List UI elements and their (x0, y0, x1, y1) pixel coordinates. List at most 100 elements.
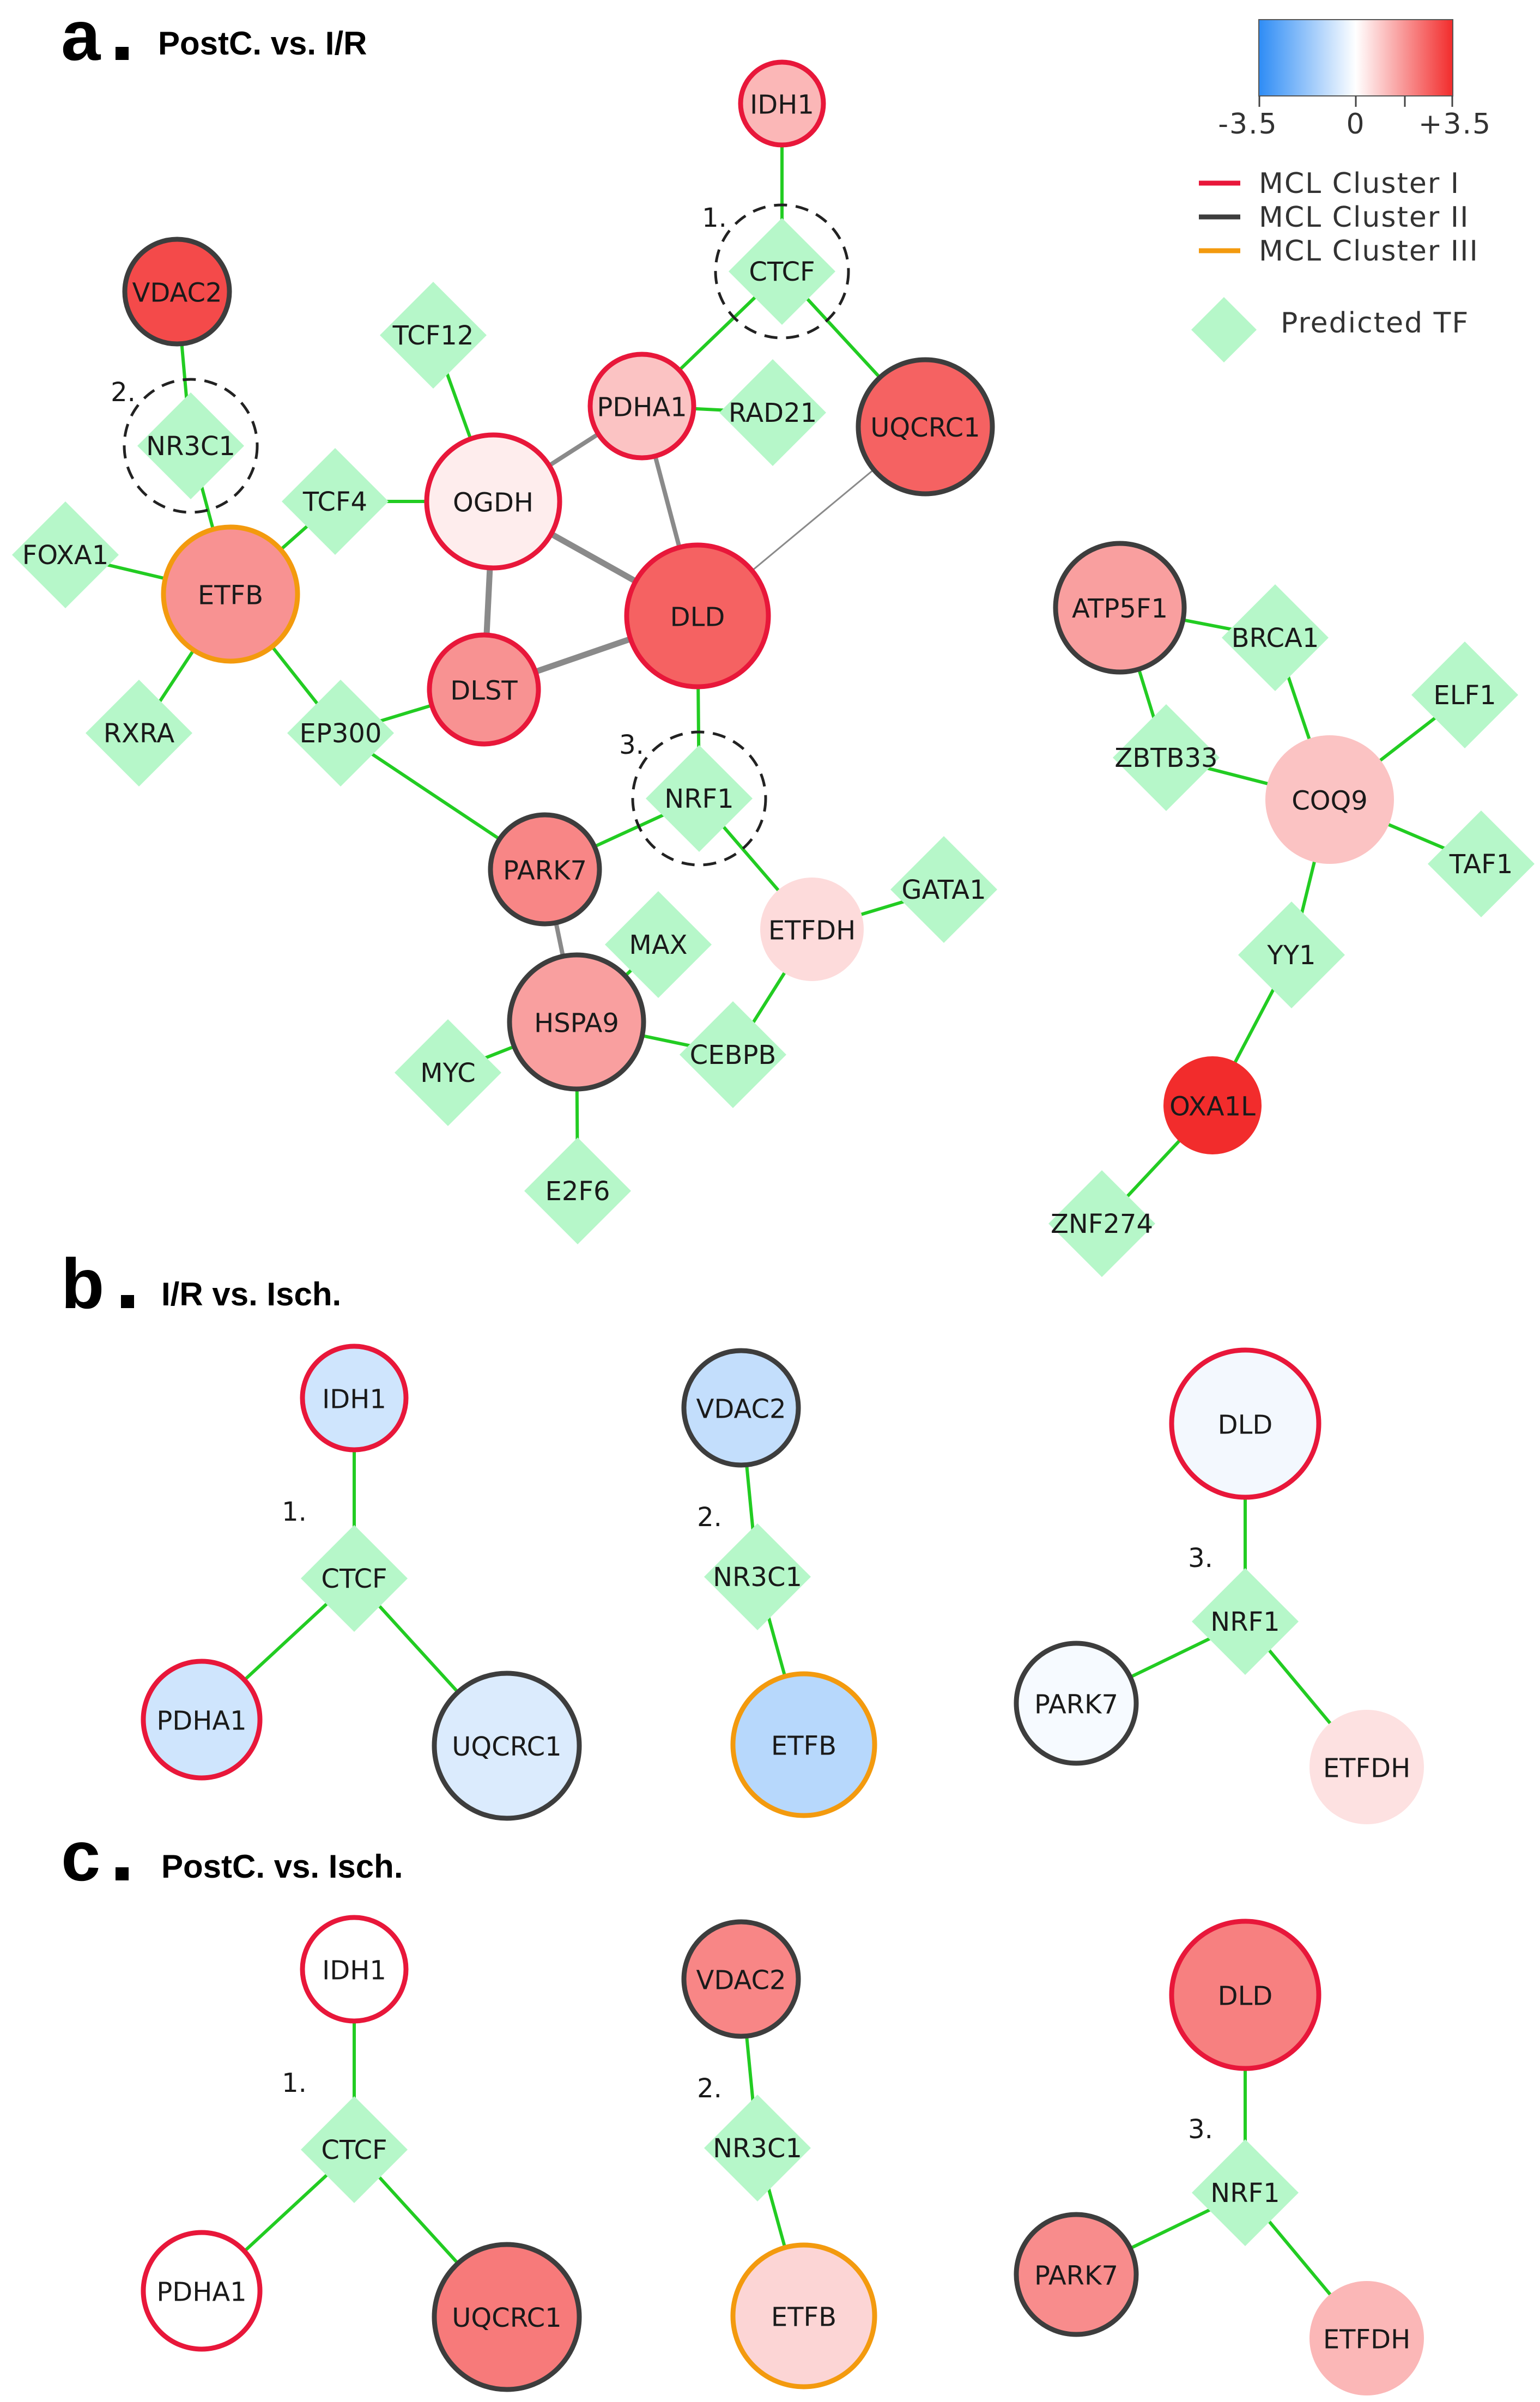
tf-node-tcf12[interactable]: TCF12 (380, 282, 487, 389)
gene-node-park7-label: PARK7 (503, 856, 587, 886)
panel-c-tf-node-ctcf[interactable]: CTCF (301, 2096, 408, 2203)
color-scale-bar (1258, 19, 1453, 96)
gene-node-dld[interactable]: DLD (624, 542, 771, 689)
gene-node-oxa1l[interactable]: OXA1L (1163, 1056, 1262, 1154)
highlight-ring-nrf1 (631, 730, 767, 867)
tf-node-znf274-diamond (1048, 1170, 1155, 1277)
panel-c-gene-node-dld[interactable]: DLD (1169, 1919, 1321, 2071)
panel-b-gene-node-etfdh[interactable]: ETFDH (1309, 1710, 1424, 1824)
panel-a-title: PostC. vs. I/R (158, 25, 367, 62)
tf-node-brca1[interactable]: BRCA1 (1222, 584, 1329, 691)
panel-c-tf-node-nr3c1-label: NR3C1 (713, 2133, 802, 2164)
panel-c-tf-node-nr3c1[interactable]: NR3C1 (704, 2095, 811, 2201)
tf-node-tcf4[interactable]: TCF4 (282, 448, 389, 555)
panel-b-tf-node-ctcf[interactable]: CTCF (301, 1525, 408, 1632)
panel-b-tf-node-nr3c1[interactable]: NR3C1 (704, 1523, 811, 1630)
gene-node-vdac2-circle (122, 237, 232, 347)
gene-node-ogdh[interactable]: OGDH (424, 432, 562, 571)
tf-node-max[interactable]: MAX (605, 891, 712, 998)
gene-node-dlst[interactable]: DLST (427, 632, 541, 747)
panel-b-tf-node-nrf1[interactable]: NRF1 (1192, 1568, 1299, 1675)
panel-b-gene-node-vdac2[interactable]: VDAC2 (681, 1348, 801, 1468)
panel-b-gene-node-uqcrc1-circle (432, 1671, 582, 1821)
tf-node-cebpb[interactable]: CEBPB (680, 1001, 786, 1108)
tf-node-nrf1[interactable]: NRF1 (646, 745, 753, 852)
panel-c-letter-dot (116, 1867, 129, 1880)
gene-node-idh1[interactable]: IDH1 (738, 59, 826, 148)
gene-node-etfdh-label: ETFDH (768, 916, 856, 946)
gene-node-pdha1[interactable]: PDHA1 (587, 352, 696, 461)
gene-node-uqcrc1[interactable]: UQCRC1 (856, 357, 995, 497)
panel-c-gene-node-vdac2[interactable]: VDAC2 (681, 1919, 801, 2039)
gene-node-park7-circle (488, 812, 602, 927)
panel-b-letter: b (61, 1244, 104, 1323)
tf-node-max-diamond (605, 891, 712, 998)
panel-c-tf-node-nrf1[interactable]: NRF1 (1192, 2139, 1299, 2246)
panel-c-gene-node-park7[interactable]: PARK7 (1014, 2212, 1139, 2337)
panel-c-gene-node-uqcrc1[interactable]: UQCRC1 (432, 2242, 582, 2392)
tf-node-myc[interactable]: MYC (395, 1019, 501, 1126)
tf-node-yy1-label: YY1 (1266, 940, 1315, 971)
tf-node-elf1[interactable]: ELF1 (1411, 642, 1518, 748)
highlight-ring-nr3c1 (123, 378, 259, 514)
tf-node-ctcf-label: CTCF (749, 257, 815, 287)
panel-c-gene-node-uqcrc1-label: UQCRC1 (452, 2303, 561, 2333)
tf-node-ctcf[interactable]: CTCF (729, 218, 835, 325)
panel-c-gene-node-idh1[interactable]: IDH1 (300, 1915, 409, 2024)
tf-node-taf1[interactable]: TAF1 (1428, 810, 1535, 917)
panel-b-gene-node-dld-circle (1169, 1347, 1321, 1500)
gene-node-atp5f1[interactable]: ATP5F1 (1053, 541, 1187, 675)
tf-node-nr3c1-label: NR3C1 (146, 431, 235, 462)
tf-node-znf274[interactable]: ZNF274 (1048, 1170, 1155, 1277)
tf-node-zbtb33[interactable]: ZBTB33 (1113, 704, 1220, 811)
panel-c-gene-node-dld-label: DLD (1218, 1981, 1273, 2012)
tf-node-foxa1[interactable]: FOXA1 (12, 501, 119, 608)
panel-b-gene-node-idh1[interactable]: IDH1 (300, 1344, 409, 1453)
gene-node-etfb[interactable]: ETFB (161, 524, 300, 664)
tf-node-e2f6[interactable]: E2F6 (524, 1138, 631, 1244)
tf-node-rxra[interactable]: RXRA (86, 680, 192, 786)
gene-node-dld-circle (624, 542, 771, 689)
gene-node-hspa9-circle (507, 952, 646, 1092)
panel-b-tf-node-ctcf-label: CTCF (321, 1564, 387, 1594)
panel-b-gene-node-pdha1[interactable]: PDHA1 (141, 1659, 263, 1781)
gene-node-oxa1l-label: OXA1L (1169, 1092, 1256, 1122)
panel-b-gene-node-etfb[interactable]: ETFB (730, 1671, 877, 1818)
panel-b-gene-node-park7-circle (1014, 1641, 1139, 1766)
scale-min-label: -3.5 (1218, 108, 1277, 141)
gene-node-pdha1-label: PDHA1 (597, 392, 687, 423)
panel-b-gene-node-uqcrc1[interactable]: UQCRC1 (432, 1671, 582, 1821)
gene-node-ogdh-label: OGDH (453, 488, 533, 518)
gene-node-hspa9-label: HSPA9 (534, 1008, 619, 1039)
tf-node-ep300[interactable]: EP300 (287, 680, 394, 786)
gene-node-idh1-circle (738, 59, 826, 148)
gene-node-atp5f1-circle (1053, 541, 1187, 675)
tf-node-rad21[interactable]: RAD21 (719, 359, 826, 466)
panel-b-gene-node-etfb-circle (730, 1671, 877, 1818)
legend-tf-diamond (1191, 297, 1257, 362)
gene-node-coq9[interactable]: COQ9 (1265, 735, 1394, 864)
panel-c-tf-node-ctcf-label: CTCF (321, 2135, 387, 2165)
gene-node-hspa9[interactable]: HSPA9 (507, 952, 646, 1092)
tf-node-nr3c1[interactable]: NR3C1 (137, 392, 244, 499)
panel-b-letter-dot (121, 1295, 134, 1308)
tf-node-gata1[interactable]: GATA1 (890, 836, 997, 943)
gene-node-etfdh[interactable]: ETFDH (760, 878, 864, 981)
panel-c-subnetwork-number-1: 1. (282, 2068, 307, 2098)
panel-c-gene-node-pdha1[interactable]: PDHA1 (141, 2230, 263, 2352)
panel-c-gene-node-etfb[interactable]: ETFB (730, 2242, 877, 2389)
panel-b-gene-node-dld-label: DLD (1218, 1410, 1273, 1441)
scale-mid-label: 0 (1346, 108, 1365, 141)
panel-c-gene-node-park7-circle (1014, 2212, 1139, 2337)
gene-node-vdac2[interactable]: VDAC2 (122, 237, 232, 347)
panel-b-tf-node-nr3c1-label: NR3C1 (713, 1562, 802, 1593)
tf-node-tcf4-label: TCF4 (302, 487, 367, 517)
gene-node-etfb-label: ETFB (198, 580, 263, 611)
gene-node-park7[interactable]: PARK7 (488, 812, 602, 927)
panel-b-gene-node-dld[interactable]: DLD (1169, 1347, 1321, 1500)
tf-node-brca1-label: BRCA1 (1232, 623, 1319, 654)
panel-c-gene-node-etfdh[interactable]: ETFDH (1309, 2281, 1424, 2395)
tf-node-yy1[interactable]: YY1 (1238, 901, 1345, 1008)
panel-b-gene-node-park7[interactable]: PARK7 (1014, 1641, 1139, 1766)
